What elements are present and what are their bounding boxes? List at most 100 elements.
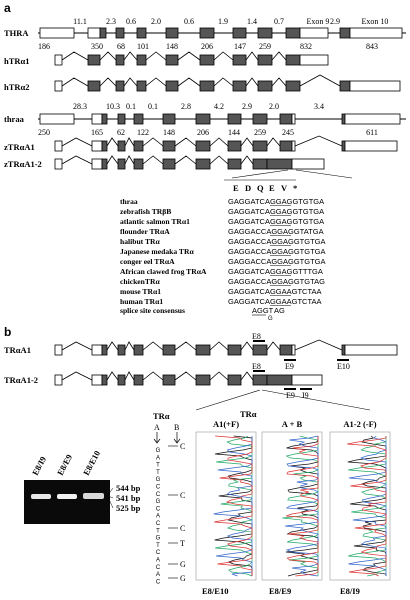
- species-sequence: GAGGATCAGGAAGTCTAA: [228, 287, 321, 296]
- chromatogram-trace: [215, 435, 253, 577]
- seq-base: A: [156, 572, 160, 578]
- chromatogram-frame: [329, 431, 391, 581]
- thraa-gene-structure: [38, 113, 406, 125]
- gel-lane-label: E8/E10: [81, 449, 102, 477]
- seq-base: A: [156, 514, 160, 520]
- thra-exon-size: 148: [166, 42, 178, 51]
- amino-acid: V: [281, 183, 288, 193]
- seq-base: T: [156, 470, 160, 476]
- thra-exon-size: 68: [117, 42, 125, 51]
- chromatogram-title: A + B: [282, 419, 303, 429]
- species-sequence: GAGGATCAGGAGGTGTGA: [228, 207, 324, 216]
- row-label-thraa: thraa: [4, 114, 25, 124]
- thra-intron-sizes: 11.1 2.3 0.6 2.0 0.6 1.9 1.4 0.7 2.9: [73, 17, 340, 26]
- chromatogram-trace: [214, 435, 253, 576]
- zoom-lines-b: [195, 389, 371, 411]
- panel-a-label: a: [4, 1, 11, 15]
- thra-intron-size: 1.9: [218, 17, 228, 26]
- amino-acid: E: [269, 183, 275, 193]
- seq-base: G: [156, 536, 161, 542]
- species-sequence: GAGGATCAGGAGGTTTGA: [228, 267, 323, 276]
- species-sequence: GAGGATCAGGAGGTGTGA: [228, 197, 324, 206]
- thraa-exon-size: 165: [91, 128, 103, 137]
- thraa-exon-size: 245: [282, 128, 294, 137]
- band-size-541: 541 bp: [116, 493, 141, 503]
- amino-acid: E: [233, 183, 239, 193]
- chromatogram-title: A1-2 (-F): [343, 419, 376, 429]
- gel-band: [57, 494, 77, 499]
- panel-b-label: b: [4, 325, 11, 339]
- primer-b-label: B: [174, 423, 179, 432]
- primer-arrows: [153, 432, 181, 444]
- species-name: mouse TRα1: [120, 287, 161, 296]
- gel-lane-label: E8/I9: [30, 455, 48, 477]
- row-label-ztraa1-2: zTRαA1-2: [4, 159, 42, 169]
- base-call: G: [180, 560, 186, 569]
- band-size-525: 525 bp: [116, 503, 141, 513]
- thraa-exon-size: 148: [163, 128, 175, 137]
- thra-intron-size: 11.1: [73, 17, 87, 26]
- thra-intron-size: 2.9: [330, 17, 340, 26]
- chromatograms: A1(+F) A + B A1-2 (-F): [195, 419, 391, 581]
- species-sequence: GAGGATCAGGAAGTCTAA: [228, 297, 321, 306]
- base-call: T: [180, 539, 185, 548]
- zoom-lines: [231, 169, 353, 179]
- thra-exon-size: 350: [91, 42, 103, 51]
- row-label-ztraa1: zTRαA1: [4, 142, 35, 152]
- seq-base: C: [156, 506, 161, 512]
- seq-base: C: [156, 579, 161, 585]
- band-pointer-lines: [107, 487, 114, 509]
- species-name: atlantic salmon TRα1: [120, 217, 190, 226]
- chromatogram-frame: [261, 431, 323, 581]
- thra-intron-size: 0.6: [184, 17, 194, 26]
- gel-band: [31, 494, 51, 499]
- species-sequence: GAGGACCAGGAGGTATGA: [228, 227, 324, 236]
- tr-chromatogram-header: TRα: [240, 409, 257, 419]
- species-name: human TRα1: [120, 297, 163, 306]
- thraa-exon-size: 122: [137, 128, 149, 137]
- base-call: C: [180, 524, 185, 533]
- row-label-traa1: TRαA1: [4, 345, 31, 355]
- primer-a-label: A: [154, 423, 160, 432]
- exon10-label: Exon 10: [362, 17, 389, 26]
- row-label-htra1: hTRα1: [4, 56, 30, 66]
- amino-acid: D: [245, 183, 251, 193]
- exon-label-e10: E10: [337, 362, 350, 371]
- consensus-alt: G: [268, 316, 273, 322]
- species-sequence: GAGGATCAGGAGGTGTGA: [228, 217, 324, 226]
- ztraa1-transcript: [54, 135, 398, 152]
- thra-intron-size: 2.0: [151, 17, 161, 26]
- thraa-exon-size: 611: [366, 128, 378, 137]
- seq-base: C: [156, 550, 161, 556]
- species-name: African clawed frog TRαA: [120, 267, 207, 276]
- seq-base: C: [156, 485, 161, 491]
- band-size-544: 544 bp: [116, 483, 141, 493]
- tr-label: TRα: [153, 411, 170, 421]
- thra-gene-structure: [38, 27, 406, 39]
- chromatogram-trace: [347, 435, 387, 576]
- chromatogram-title: A1(+F): [213, 419, 239, 429]
- base-call: C: [180, 442, 185, 451]
- ztraa1-2-transcript: [54, 155, 325, 170]
- gel-band: [83, 493, 104, 499]
- base-call: C: [180, 491, 185, 500]
- htra1-transcript: [54, 51, 329, 66]
- chrom-bottom-label: E8/E10: [202, 586, 228, 596]
- thra-exon-size: 832: [300, 42, 312, 51]
- thra-exon-size: 206: [201, 42, 213, 51]
- exon-label-e8: E8: [252, 332, 261, 341]
- seq-base: T: [156, 528, 160, 534]
- thra-exon-size: 147: [234, 42, 246, 51]
- seq-base: G: [156, 448, 161, 454]
- gel-lane-label: E8/E9: [55, 453, 74, 477]
- seq-base: A: [156, 558, 160, 564]
- row-label-traa1-2: TRαA1-2: [4, 375, 38, 385]
- species-sequence: GAGGACCAGGAGGTGTGA: [228, 247, 326, 256]
- species-name: Japanese medaka TRα: [120, 247, 194, 256]
- chromatogram-trace: [285, 435, 319, 577]
